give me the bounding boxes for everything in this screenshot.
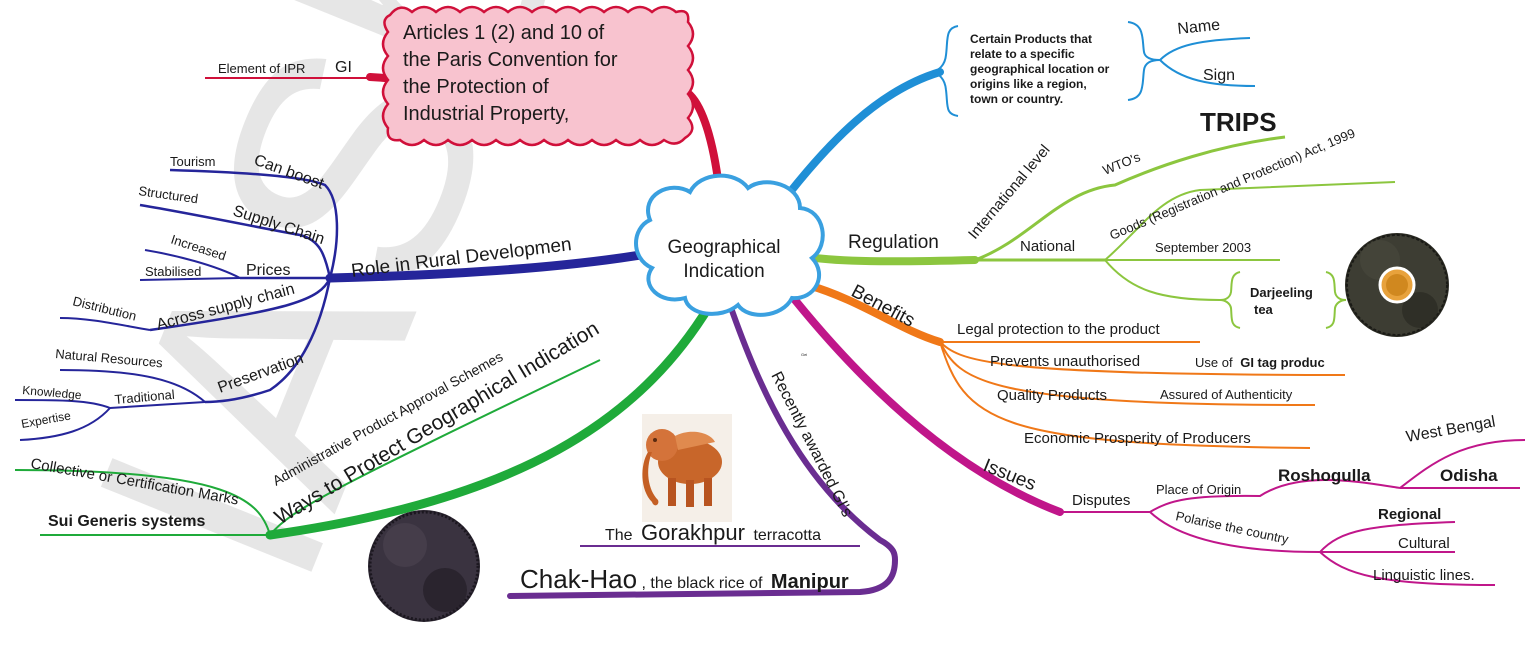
tourism-label: Tourism <box>170 154 216 169</box>
use-of-text: Use of <box>1195 355 1233 370</box>
prevents-label: Prevents unauthorised <box>990 353 1140 370</box>
paris-convention-box: Articles 1 (2) and 10 of the Paris Conve… <box>381 5 695 147</box>
element-of-ipr-label: Element of IPR <box>218 61 305 76</box>
west-bengal-label: West Bengal <box>1405 413 1497 445</box>
sui-generis-label: Sui Generis systems <box>48 513 206 530</box>
manipur-name: Manipur <box>771 571 849 593</box>
branch-recently-awarded <box>507 302 899 599</box>
chakhao-name: Chak-Hao <box>520 564 637 594</box>
paris-line-1: Articles 1 (2) and 10 of <box>403 22 605 44</box>
traditional-label: Traditional <box>114 387 175 407</box>
paris-line-2: the Paris Convention for <box>403 49 618 71</box>
september-label: September 2003 <box>1155 240 1251 255</box>
gorakhpur-pre: The <box>605 527 633 544</box>
paris-line-3: the Protection of <box>403 76 549 98</box>
tea-image <box>1345 233 1449 337</box>
brace <box>1127 21 1161 101</box>
brace <box>1219 271 1241 329</box>
paris-line-4: Industrial Property, <box>403 103 569 125</box>
cultural-label: Cultural <box>1398 535 1450 552</box>
name-label: Name <box>1177 17 1221 38</box>
stabilised-label: Stabilised <box>145 264 201 279</box>
branch-ways-to-protect <box>14 300 715 540</box>
knowledge-label: Knowledge <box>22 383 83 402</box>
gi-label: GI <box>335 59 352 76</box>
prices-label: Prices <box>246 262 290 279</box>
gorakhpur-label: The Gorakhpur terracotta <box>605 520 821 545</box>
chakhao-label: Chak-Hao , the black rice of Manipur <box>520 564 849 594</box>
darjeeling-line-2: tea <box>1254 302 1274 317</box>
national-label: National <box>1020 238 1075 255</box>
brace <box>1325 271 1347 329</box>
place-of-origin-label: Place of Origin <box>1156 482 1241 497</box>
center-title-line2: Indication <box>683 261 764 282</box>
brace <box>931 25 959 117</box>
economic-prosperity-label: Economic Prosperity of Producers <box>1024 430 1251 447</box>
products-line-1: Certain Products that <box>970 32 1092 46</box>
branch-issues <box>791 296 1526 586</box>
international-level-label: International level <box>965 142 1054 243</box>
act-label: Goods (Registration and Protection) Act,… <box>1107 125 1357 242</box>
black-rice-image <box>368 510 480 622</box>
disputes-label: Disputes <box>1072 492 1130 509</box>
products-line-5: town or country. <box>970 92 1063 106</box>
use-of-label: Use of GI tag produc <box>1195 355 1325 370</box>
linguistic-label: Linguistic lines. <box>1373 567 1475 584</box>
products-line-4: origins like a region, <box>970 77 1087 91</box>
branch-regulation <box>811 135 1396 301</box>
odisha-label: Odisha <box>1440 466 1498 485</box>
branch-benefits <box>804 281 1346 449</box>
trips-label: TRIPS <box>1200 107 1277 137</box>
gorakhpur-name: Gorakhpur <box>641 520 745 545</box>
regulation-label: Regulation <box>848 232 939 253</box>
gorakhpur-post: terracotta <box>753 527 821 544</box>
center-title-line1: Geographical <box>667 237 780 258</box>
products-line-3: geographical location or <box>970 62 1110 76</box>
darjeeling-line-1: Darjeeling <box>1250 285 1313 300</box>
tiny-mark: Gei <box>801 352 807 357</box>
roshogulla-label: Roshogulla <box>1278 466 1371 485</box>
terracotta-elephant-image <box>642 414 732 522</box>
sign-label: Sign <box>1203 67 1235 84</box>
regional-label: Regional <box>1378 506 1441 523</box>
branch-certain-products <box>776 37 1256 209</box>
products-line-2: relate to a specific <box>970 47 1075 61</box>
central-cloud: Geographical Indication <box>634 173 825 317</box>
gi-tag-text: GI tag produc <box>1240 355 1325 370</box>
recently-awarded-label: Recently awarded GI's <box>767 369 855 520</box>
legal-protection-label: Legal protection to the product <box>957 321 1160 338</box>
polarise-label: Polarise the country <box>1174 508 1290 547</box>
wtos-label: WTO's <box>1101 149 1143 178</box>
cloud-shape <box>634 173 825 317</box>
branch-rural-development <box>14 168 645 441</box>
chakhao-mid: , the black rice of <box>642 575 764 592</box>
quality-products-label: Quality Products <box>997 387 1107 404</box>
assured-authenticity-label: Assured of Authenticity <box>1160 387 1293 402</box>
